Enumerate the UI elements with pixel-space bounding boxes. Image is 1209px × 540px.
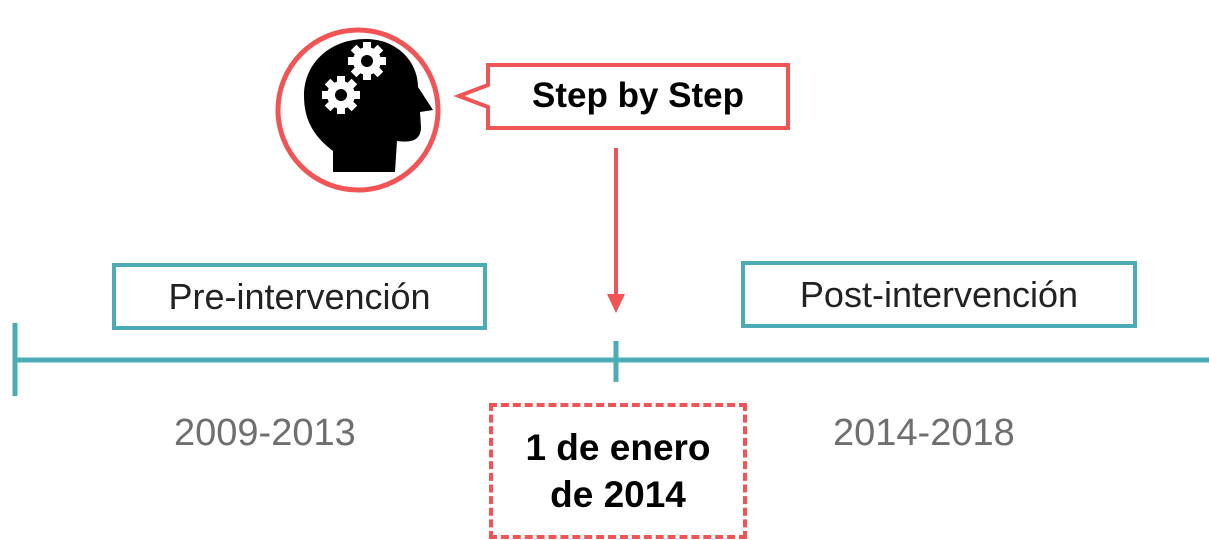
- head-with-gears-icon: [275, 27, 441, 193]
- pre-intervention-label: Pre-intervención: [168, 275, 431, 317]
- post-intervention-label: Post-intervención: [799, 273, 1079, 315]
- pre-intervention-box: Pre-intervención: [112, 263, 487, 330]
- callout-box: [453, 63, 790, 130]
- intervention-date-line1: 1 de enero: [525, 426, 711, 468]
- callout-label: Step by Step: [532, 76, 744, 115]
- post-years-label: 2014-2018: [833, 412, 1015, 454]
- pre-years-label: 2009-2013: [174, 412, 356, 454]
- intervention-arrow-head: [607, 294, 625, 313]
- intervention-date-box: 1 de enero de 2014: [489, 403, 747, 539]
- intervention-date-line2: de 2014: [550, 474, 686, 515]
- post-intervention-box: Post-intervención: [741, 261, 1137, 328]
